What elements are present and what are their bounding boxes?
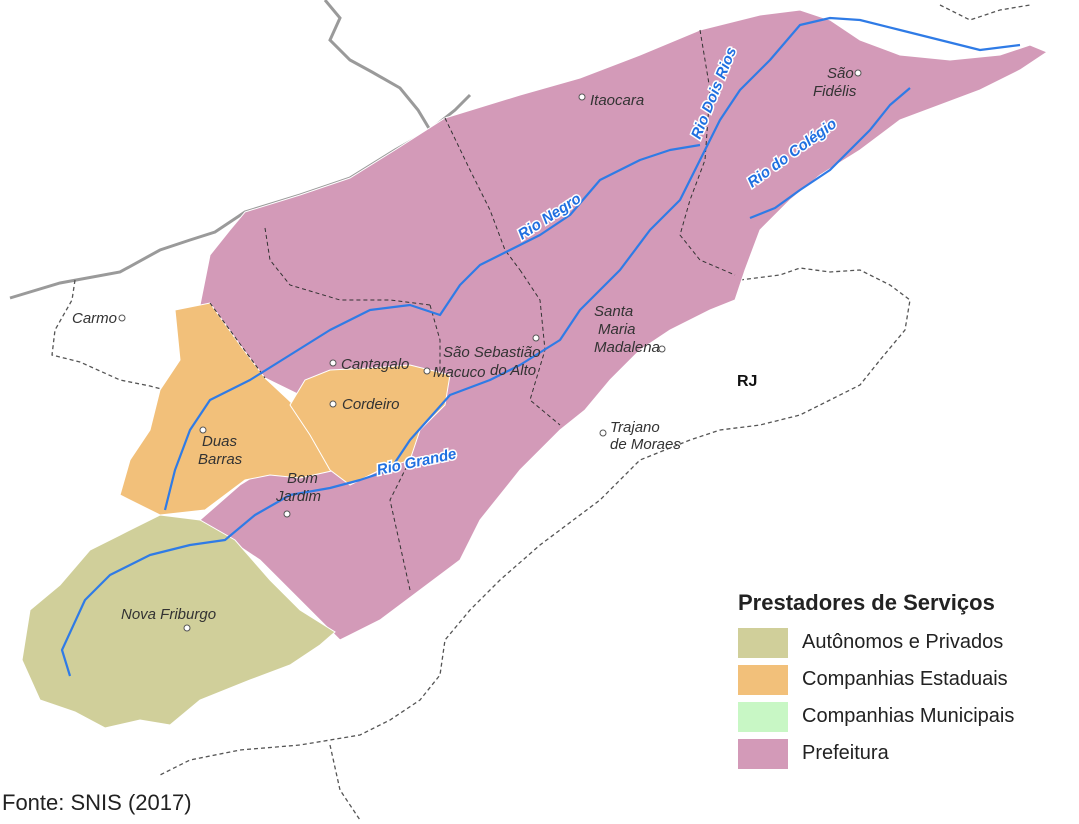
city-label-santa-maria: Santa Maria Madalena (594, 303, 660, 356)
river-rio-grande (60, 16, 1021, 677)
city-label-carmo: Carmo (72, 310, 117, 327)
border-bomjardim (389, 459, 411, 591)
marker-nova-friburgo (183, 624, 191, 632)
legend-label: Companhias Municipais (802, 705, 1015, 727)
city-label-trajano: Trajano de Moraes (610, 419, 681, 453)
marker-itaocara (578, 93, 586, 101)
municipalities (21, 9, 1049, 729)
region-estaduais-cordeiro (289, 364, 451, 486)
city-label-sao-fidelis: São Fidélis (813, 65, 858, 100)
border-itaocara-west (444, 117, 521, 271)
marker-cantagalo (329, 359, 337, 367)
city-markers (118, 69, 862, 632)
city-labels: Itaocara São Fidélis Carmo Cantagalo São… (72, 65, 858, 623)
marker-cordeiro (329, 400, 337, 408)
rivers (60, 16, 1021, 677)
city-label-cordeiro: Cordeiro (342, 396, 400, 413)
river-rio-colegio (749, 87, 911, 220)
city-label-duas-barras: Duas Barras (198, 433, 243, 468)
marker-duas-barras (199, 426, 207, 434)
legend-item-estaduais: Companhias Estaduais (738, 661, 1073, 698)
legend-item-prefeitura: Prefeitura (738, 735, 1073, 772)
legend-label: Prefeitura (802, 742, 889, 764)
marker-sao-sebastiao (532, 334, 540, 342)
state-border-gray-north (323, 0, 432, 131)
source-caption: Fonte: SNIS (2017) (2, 790, 192, 815)
city-label-nova-friburgo: Nova Friburgo (121, 606, 216, 623)
legend-label: Autônomos e Privados (802, 631, 1004, 653)
border-duas-barras (209, 302, 266, 379)
legend-swatch (738, 627, 788, 658)
legend-item-municipais: Companhias Municipais (738, 698, 1073, 735)
legend: Prestadores de Serviços Autônomos e Priv… (738, 590, 1073, 772)
city-label-itaocara: Itaocara (590, 92, 644, 109)
city-label-sao-sebastiao: São Sebastião do Alto (443, 344, 545, 379)
region-autonomos (21, 514, 336, 729)
border-dashed-east (689, 267, 911, 441)
city-label-bom-jardim: Bom Jardim (275, 470, 322, 505)
marker-carmo (118, 314, 126, 322)
marker-bom-jardim (283, 510, 291, 518)
marker-santa-maria (658, 345, 666, 353)
marker-trajano (599, 429, 607, 437)
legend-swatch (738, 664, 788, 695)
legend-title: Prestadores de Serviços (738, 590, 995, 615)
river-rio-negro (163, 143, 701, 511)
legend-label: Companhias Estaduais (802, 668, 1008, 690)
border-macuco (429, 304, 441, 375)
marker-macuco (423, 367, 431, 375)
legend-swatch (738, 701, 788, 732)
border-dashed-west (51, 279, 166, 391)
city-label-macuco: Macuco (433, 364, 486, 381)
city-label-cantagalo: Cantagalo (341, 356, 409, 373)
border-dashed-ne (939, 4, 1031, 21)
region-prefeitura (199, 9, 1049, 641)
border-dashed-south (159, 439, 691, 776)
legend-item-autonomos: Autônomos e Privados (738, 624, 1073, 661)
marker-sao-fidelis (854, 69, 862, 77)
border-dashed-s2 (329, 744, 361, 821)
legend-swatch (738, 738, 788, 769)
state-label-rj: RJ (737, 373, 757, 390)
